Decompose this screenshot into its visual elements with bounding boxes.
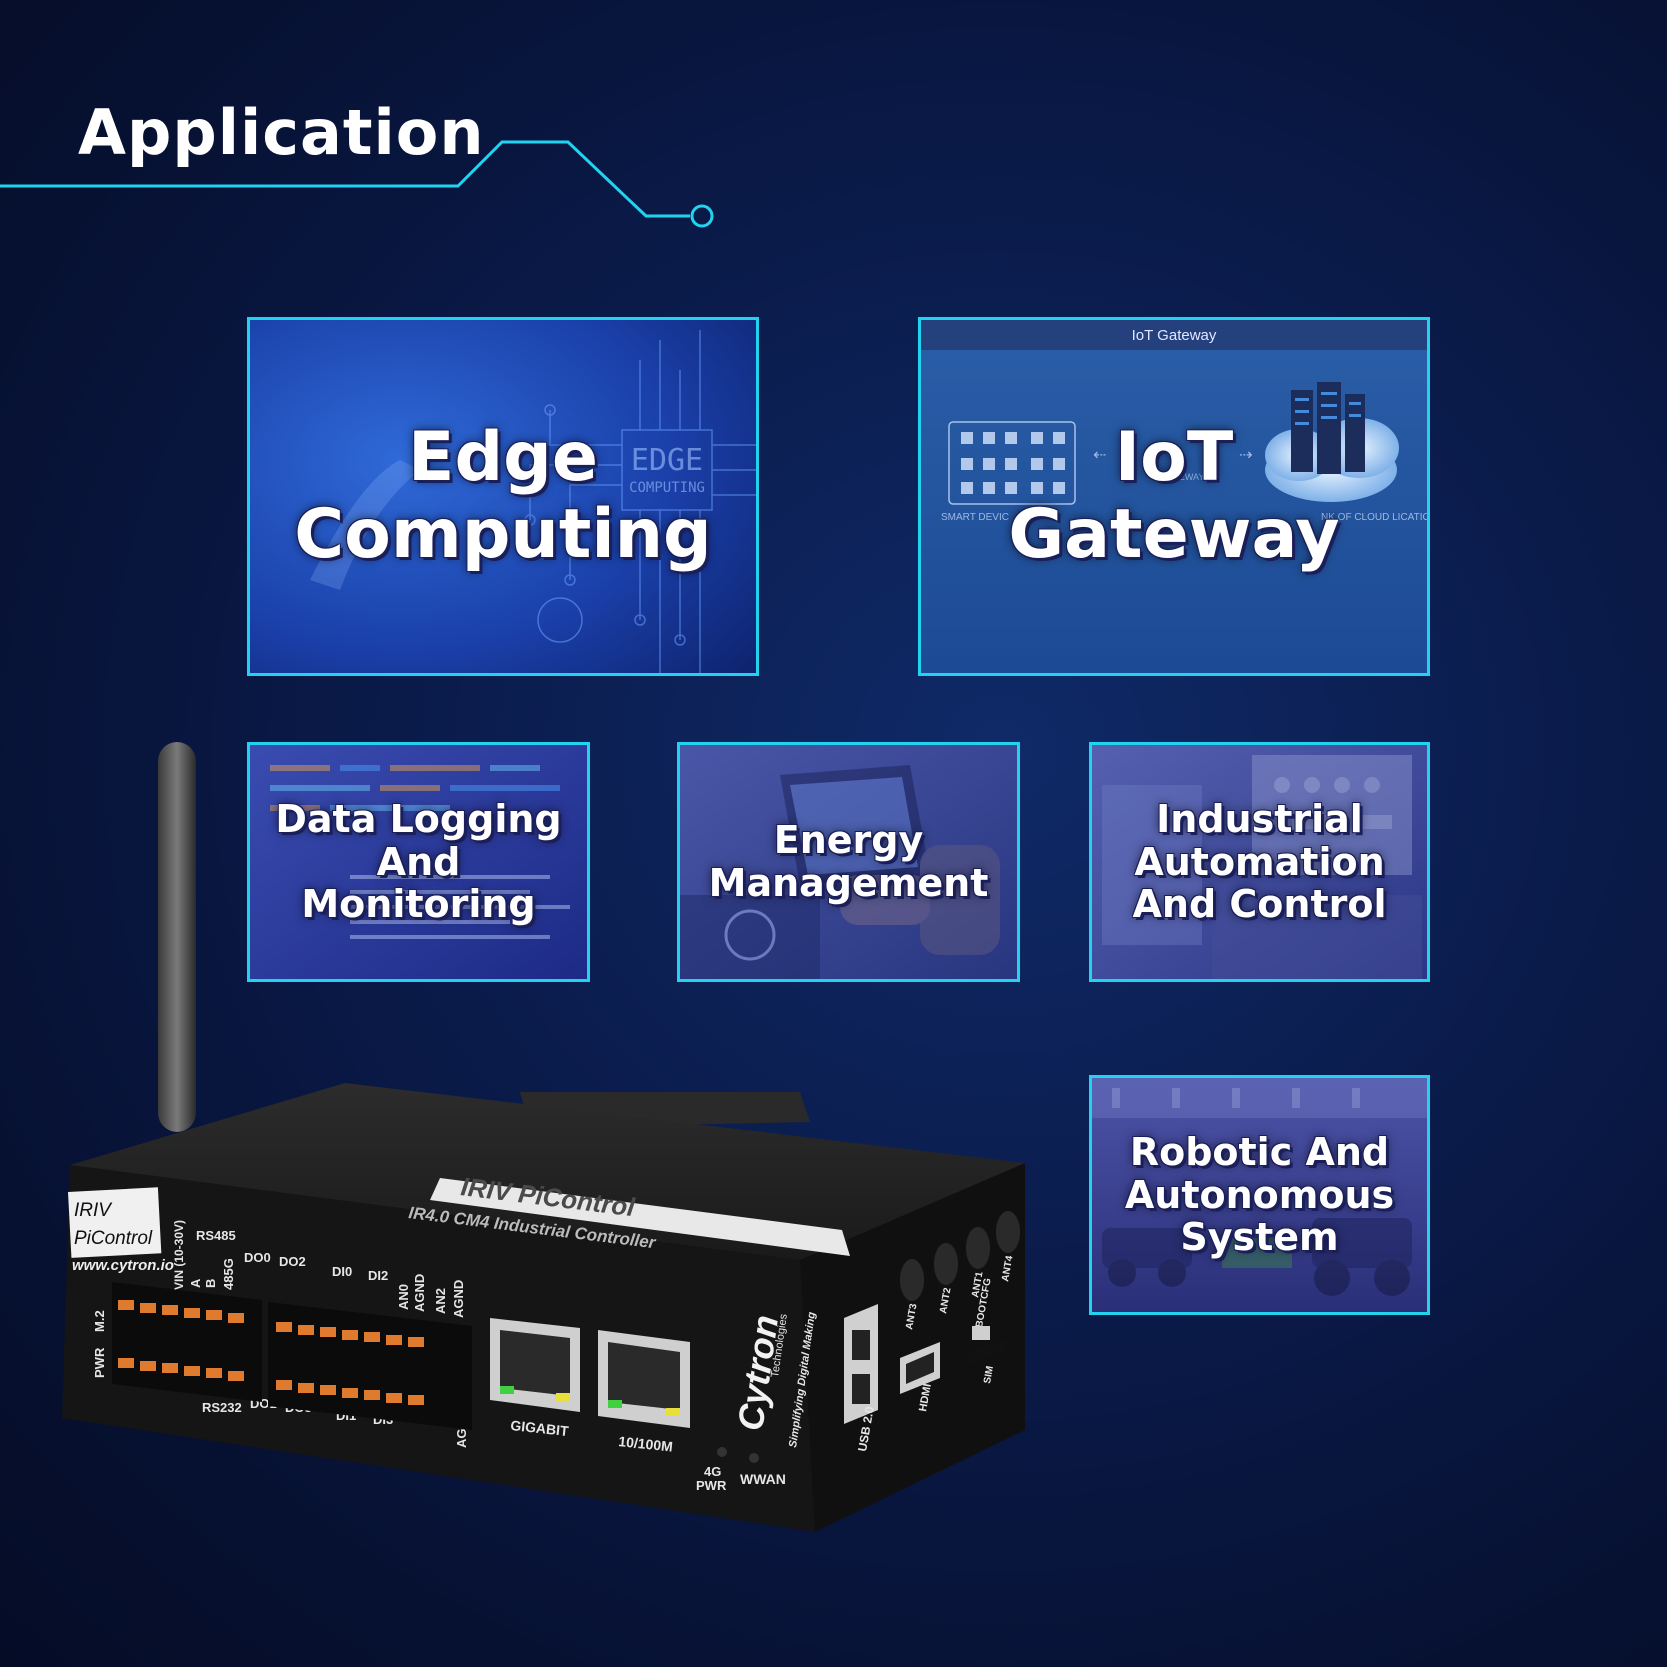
label-hdmi: HDMI [917, 1383, 934, 1413]
edge-computing-label: Edge Computing [294, 420, 711, 572]
antenna [158, 742, 196, 1132]
iot-label-line1: IoT [1114, 418, 1234, 498]
energy-line1: Energy [773, 818, 924, 863]
label-b: B [203, 1279, 218, 1288]
industrial-line1: Industrial [1156, 797, 1363, 842]
robotic-line1: Robotic And [1129, 1130, 1390, 1175]
ethernet-port-gigabit[interactable] [490, 1318, 580, 1412]
label-an0: AN0 [396, 1284, 411, 1310]
label-485g: 485G [221, 1258, 236, 1290]
energy-line2: Management [708, 861, 989, 905]
iot-gateway-label: IoT Gateway [1008, 420, 1339, 572]
data-logging-label: Data Logging And Monitoring [275, 798, 561, 926]
brand-label-line1: IRIV [74, 1200, 113, 1221]
label-ant4: ANT4 [1000, 1254, 1015, 1282]
iot-header-bar: IoT Gateway [921, 320, 1427, 350]
top-label-plate [430, 1178, 850, 1256]
device-top-face [70, 1083, 1025, 1260]
label-4g: 4G [704, 1464, 721, 1479]
brand-label-line2: PiControl [74, 1228, 153, 1249]
card-iot-gateway[interactable]: SMART DEVIC NK OF CLOUD LICATIONS GATEWA… [918, 317, 1430, 676]
label-wwan: WWAN [740, 1471, 786, 1487]
card-industrial-automation[interactable]: Industrial Automation And Control [1089, 742, 1430, 982]
energy-label: Energy Management [709, 819, 989, 904]
label-di0: DI0 [332, 1264, 352, 1279]
robotic-line3: System [1180, 1215, 1339, 1260]
card-edge-computing[interactable]: EDGE COMPUTING Edge Computing [247, 317, 759, 676]
terminal-block-right [268, 1302, 472, 1430]
industrial-line3: And Control [1132, 882, 1387, 927]
antenna-connector-3[interactable] [898, 1257, 926, 1303]
card-data-logging[interactable]: Data Logging And Monitoring [247, 742, 590, 982]
antenna-connector-2[interactable] [932, 1241, 960, 1287]
label-rs232: RS232 [202, 1400, 242, 1415]
iot-background: SMART DEVIC NK OF CLOUD LICATIONS GATEWA… [921, 320, 1427, 673]
industrial-background [1092, 745, 1427, 979]
label-m2: M.2 [92, 1310, 107, 1332]
iriv-picontrol-device: IRIV PiControl IR4.0 CM4 Industrial Cont… [62, 742, 1025, 1532]
sim-slot[interactable] [968, 1338, 1006, 1364]
label-do2: DO2 [279, 1254, 306, 1269]
card-energy-management[interactable]: Energy Management [677, 742, 1020, 982]
label-100m: 10/100M [618, 1433, 674, 1455]
data-logging-line2: And [376, 839, 461, 884]
hdmi-port[interactable] [900, 1342, 940, 1394]
industrial-line2: Automation [1134, 839, 1385, 884]
edge-bg-text: EDGE [631, 443, 703, 478]
edge-label-line2: Computing [294, 494, 712, 574]
label-agnd-1: AGND [412, 1274, 427, 1312]
iot-right-caption: NK OF CLOUD LICATIONS [1321, 512, 1427, 523]
label-an2: AN2 [433, 1288, 448, 1314]
edge-bg-subtext: COMPUTING [629, 480, 705, 496]
terminal-block-left [112, 1282, 262, 1402]
data-logging-line3: Monitoring [301, 882, 536, 927]
label-di2: DI2 [368, 1268, 388, 1283]
circuit-line-decoration [0, 140, 714, 228]
ethernet-port-100m[interactable] [598, 1330, 690, 1428]
label-gigabit: GIGABIT [510, 1417, 570, 1439]
label-agnd-2: AGND [451, 1280, 466, 1318]
label-a: A [188, 1278, 203, 1288]
data-logging-line1: Data Logging [275, 797, 562, 842]
page-title: Application [78, 96, 485, 169]
label-ant3: ANT3 [904, 1302, 919, 1330]
label-vin: VIN (10-30V) [172, 1220, 186, 1290]
iot-left-caption: SMART DEVIC [941, 512, 1009, 523]
svg-text:⇠: ⇠ [1093, 445, 1106, 464]
iot-mid-caption: GATEWAY [1161, 472, 1204, 482]
energy-background [680, 745, 1017, 979]
label-pwr: PWR [92, 1347, 107, 1378]
label-do0: DO0 [244, 1250, 271, 1265]
usb-ports[interactable] [844, 1304, 878, 1424]
bootcfg-switch[interactable] [972, 1326, 990, 1340]
label-sim: SIM [982, 1365, 996, 1384]
antenna-connector-4[interactable] [994, 1209, 1022, 1255]
iot-label-line2: Gateway [1008, 494, 1340, 574]
edge-label-line1: Edge [408, 418, 598, 498]
svg-text:⇢: ⇢ [1239, 445, 1252, 464]
label-rs485: RS485 [196, 1228, 236, 1243]
robotic-background [1092, 1078, 1427, 1312]
card-robotic-autonomous[interactable]: Robotic And Autonomous System [1089, 1075, 1430, 1315]
website-text: www.cytron.io [72, 1257, 174, 1274]
brand-label-plate [68, 1187, 162, 1258]
industrial-label: Industrial Automation And Control [1133, 798, 1387, 926]
data-logging-background [250, 745, 587, 979]
robotic-line2: Autonomous [1124, 1172, 1395, 1217]
label-ant2: ANT2 [938, 1286, 953, 1314]
edge-circuit-background: EDGE COMPUTING [250, 320, 756, 673]
label-ant1: ANT1 [970, 1270, 985, 1298]
antenna-connector-1[interactable] [964, 1225, 992, 1271]
robotic-label: Robotic And Autonomous System [1125, 1131, 1394, 1259]
label-pwr-4g: PWR [696, 1478, 727, 1493]
